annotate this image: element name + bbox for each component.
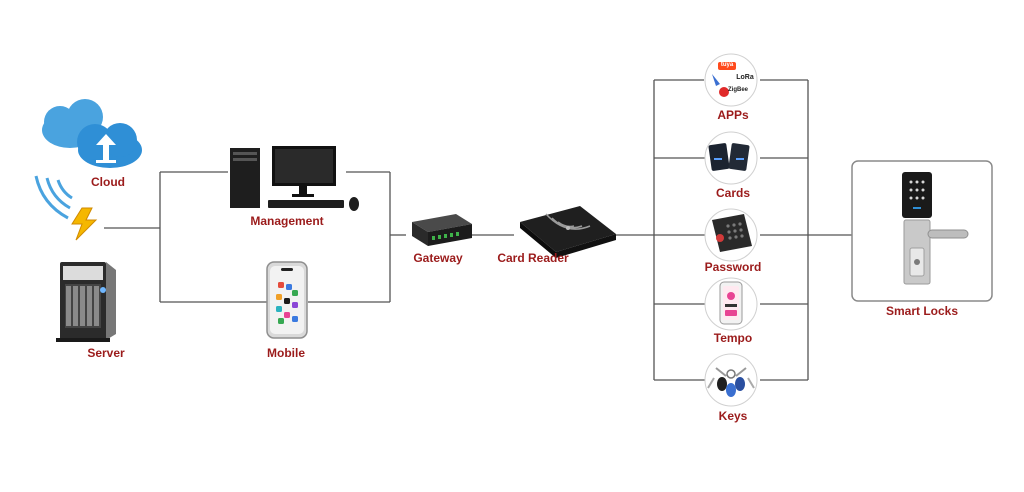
phone-code-icon (704, 277, 758, 331)
apps-circle (704, 53, 758, 107)
card-reader-icon (520, 206, 616, 258)
card-reader-label: Card Reader (497, 251, 569, 265)
lora-logo: LoRa (736, 74, 754, 81)
gateway-box-icon (412, 214, 472, 246)
key-fobs-icon (704, 353, 758, 407)
server-tower-icon (56, 262, 116, 342)
zigbee-logo: ZigBee (727, 87, 749, 93)
management-label: Management (250, 214, 324, 228)
apps-label: APPs (717, 108, 749, 122)
lightning-bolt-icon (71, 207, 98, 241)
mobile-label: Mobile (267, 346, 305, 360)
server-label: Server (87, 346, 125, 360)
cards-circle (704, 131, 758, 185)
tuya-logo: tuya (720, 62, 734, 68)
connection-lines (104, 79, 852, 381)
tempo-label: Tempo (713, 331, 753, 345)
smartphone-icon (266, 261, 308, 339)
desktop-computer-icon (230, 146, 359, 211)
cloud-upload-icon (42, 99, 142, 168)
smart-lock-icon (902, 172, 969, 285)
keypad-icon (704, 208, 758, 262)
wifi-signal-icon (34, 175, 73, 220)
cloud-label: Cloud (91, 175, 125, 189)
gateway-label: Gateway (413, 251, 463, 265)
smart-locks-label: Smart Locks (885, 304, 959, 318)
keys-label: Keys (718, 409, 748, 423)
password-label: Password (704, 260, 762, 274)
cards-label: Cards (715, 186, 751, 200)
